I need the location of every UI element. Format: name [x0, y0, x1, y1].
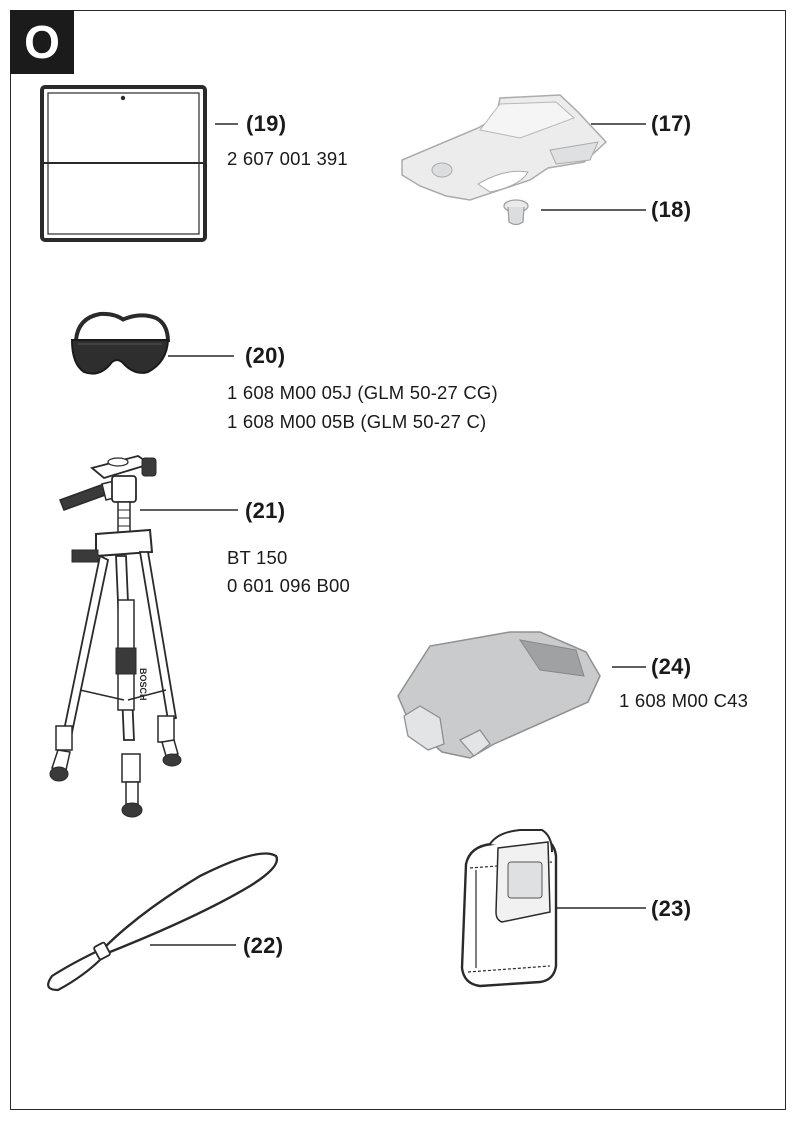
- page-frame: [10, 10, 786, 1110]
- laser-glasses-illustration: [70, 311, 170, 375]
- battery-cover-illustration: [397, 631, 601, 759]
- item-number-22: (22): [243, 933, 284, 958]
- part-number-20-cg: 1 608 M00 05J (GLM 50-27 CG): [227, 382, 498, 403]
- item-number-24: (24): [651, 654, 692, 679]
- tripod-illustration: [49, 455, 182, 818]
- item-number-23: (23): [651, 896, 692, 921]
- part-number-19: 2 607 001 391: [227, 148, 348, 169]
- item-number-18: (18): [651, 197, 692, 222]
- part-number-21: 0 601 096 B00: [227, 575, 350, 596]
- pouch-illustration: [460, 829, 558, 988]
- item-number-20: (20): [245, 343, 286, 368]
- section-letter: O: [24, 16, 60, 68]
- tripod-model: BT 150: [227, 547, 288, 568]
- target-plate-illustration: [40, 85, 207, 242]
- part-number-24: 1 608 M00 C43: [619, 690, 749, 711]
- tripod-brand-print: BOSCH: [138, 668, 148, 701]
- section-tab: O: [10, 10, 74, 74]
- wrist-strap-illustration: [47, 852, 279, 992]
- item-number-21: (21): [245, 498, 286, 523]
- holder-illustration: [401, 94, 608, 201]
- part-number-20-c: 1 608 M00 05B (GLM 50-27 C): [227, 411, 487, 432]
- item-number-19: (19): [246, 111, 287, 136]
- item-number-17: (17): [651, 111, 692, 136]
- screw-illustration: [503, 199, 529, 226]
